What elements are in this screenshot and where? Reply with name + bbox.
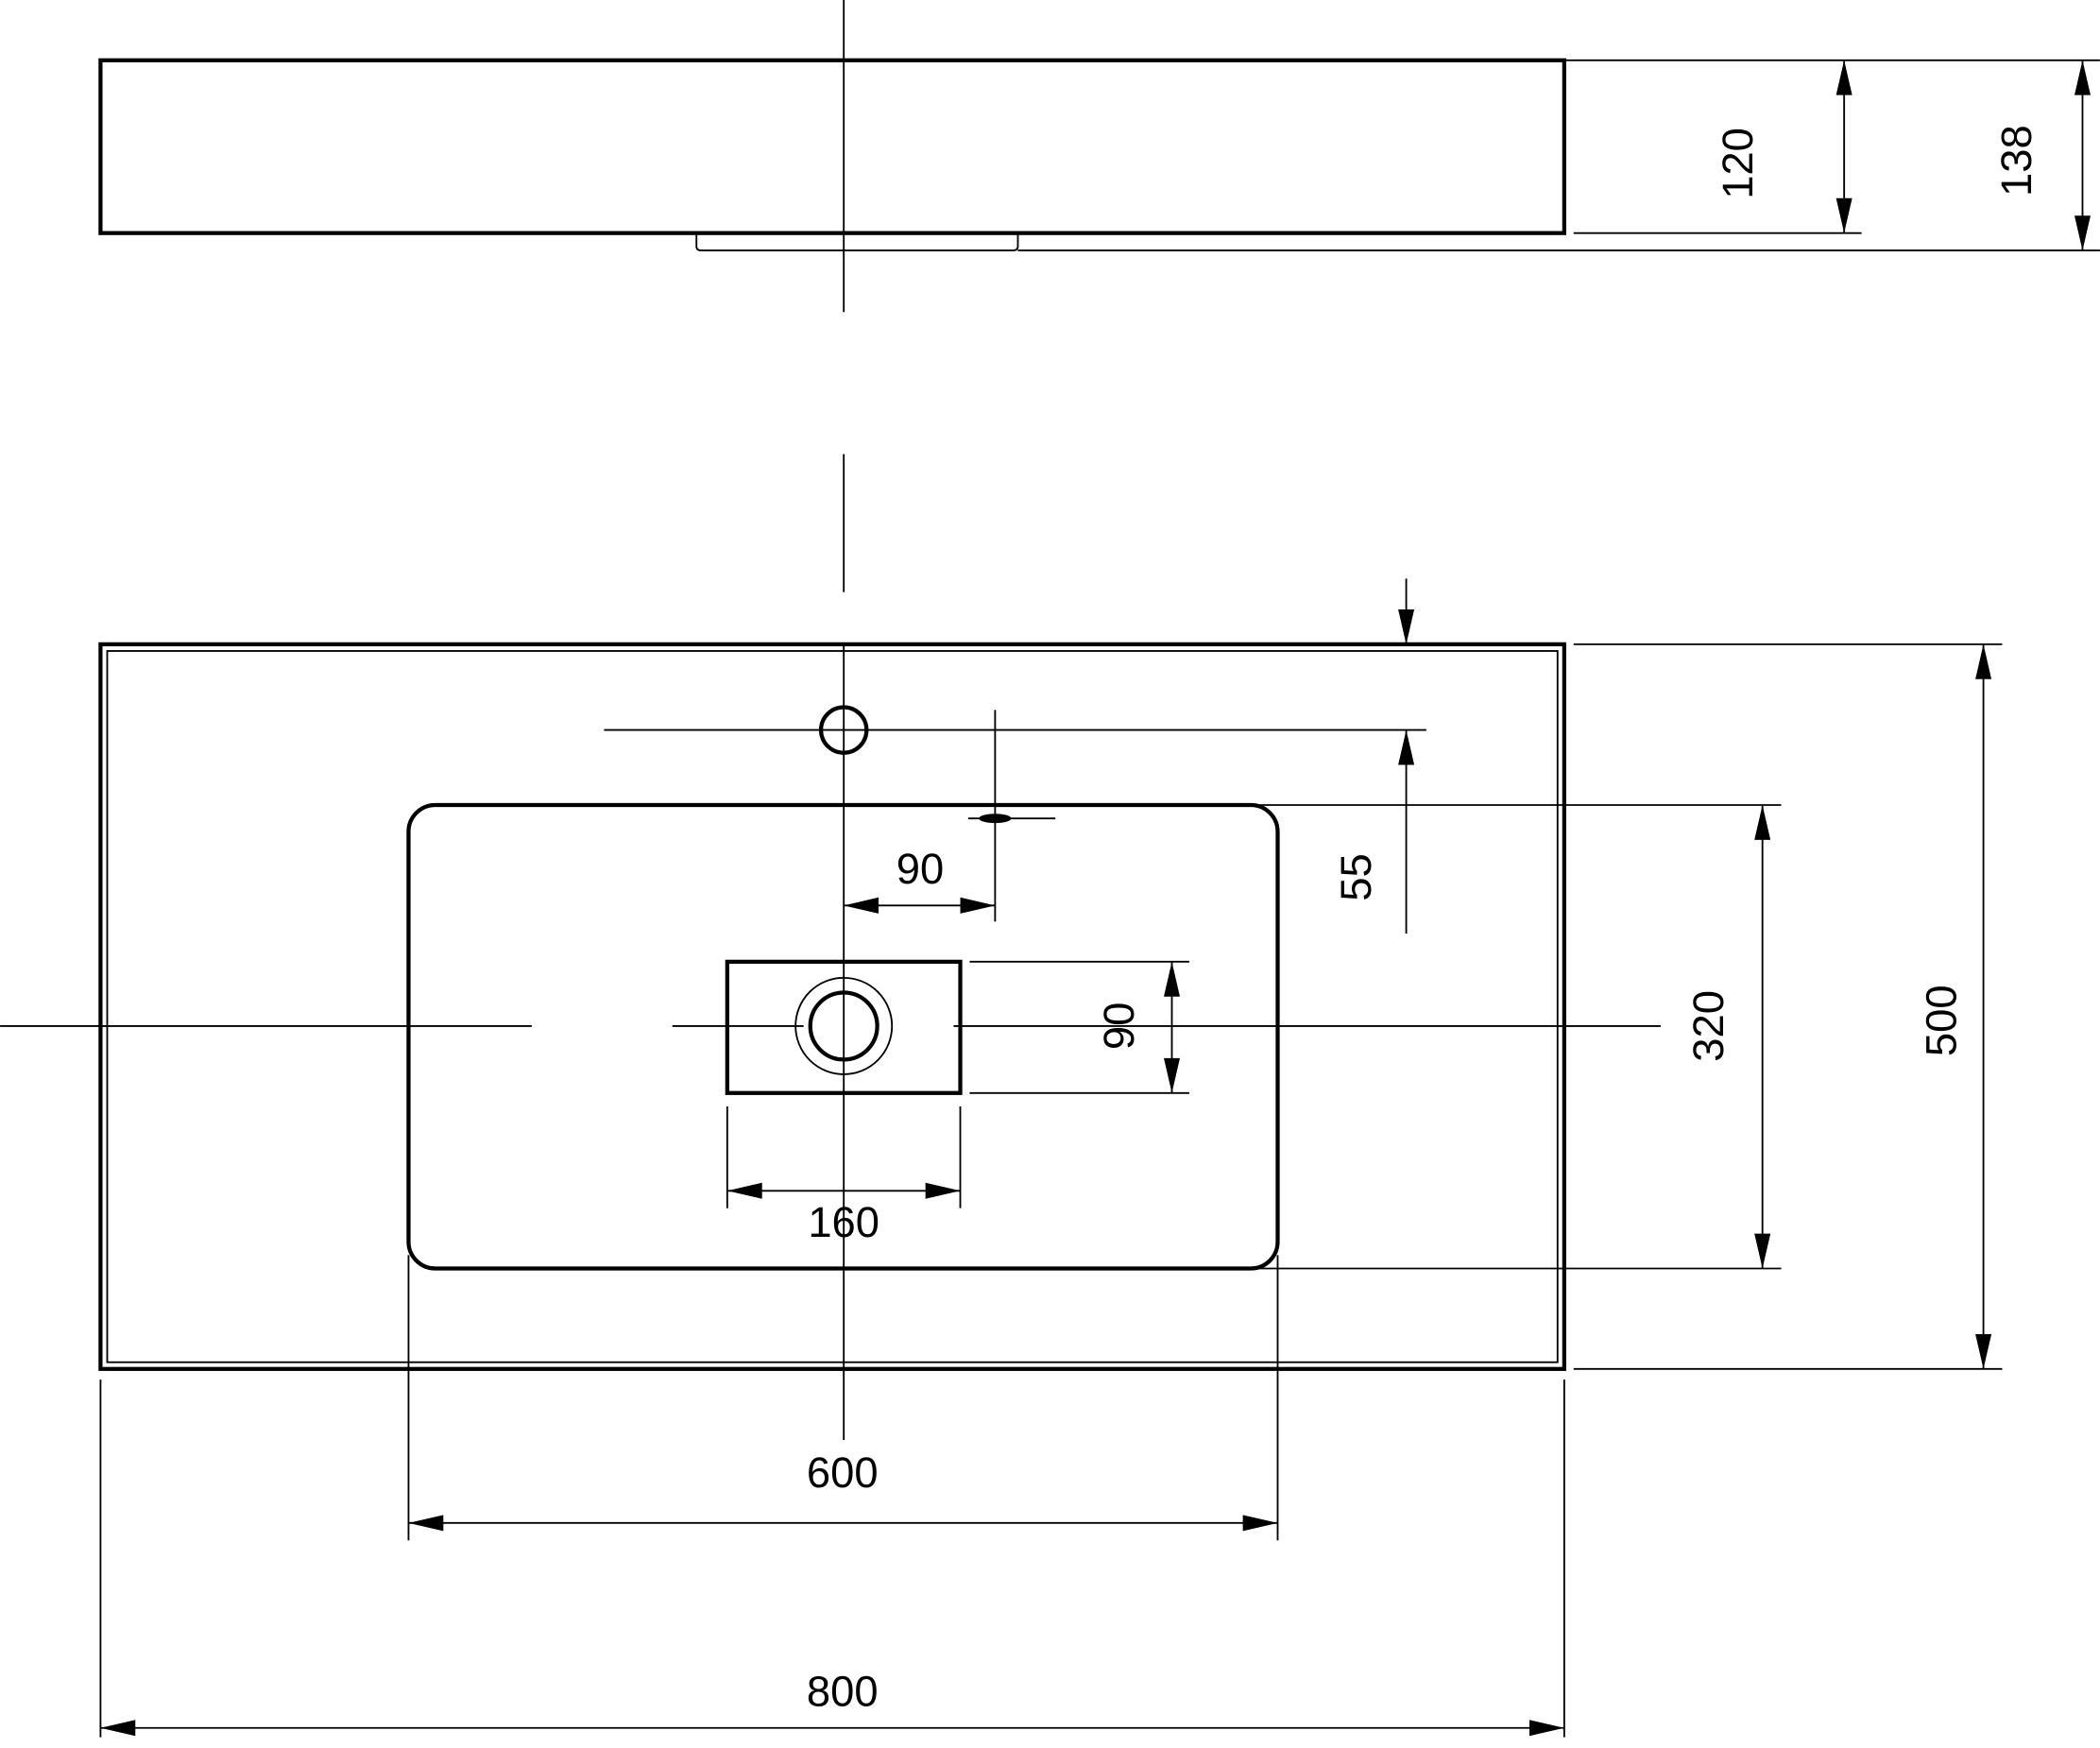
tap-hole (818, 705, 869, 755)
dim-label-600: 600 (807, 1448, 879, 1497)
dim-label-500: 500 (1917, 985, 1965, 1056)
dimension-600: 600 (407, 1255, 1279, 1541)
plan-view: 90 55 90 160 (0, 454, 2003, 1738)
basin-side-outline (98, 58, 1566, 235)
dimension-55: 55 (1332, 578, 1415, 934)
drain-inner-ring (808, 990, 879, 1062)
dimension-138: 138 (1992, 60, 2091, 251)
dim-label-138: 138 (1992, 125, 2040, 197)
dim-label-55: 55 (1332, 853, 1380, 900)
dimension-800: 800 (99, 1380, 1565, 1738)
dim-label-160: 160 (808, 1198, 879, 1246)
dimension-320: 320 (1245, 804, 1782, 1270)
basin-inner-outline (106, 650, 1559, 1363)
side-view: 120 138 (98, 0, 2100, 313)
dim-label-90-drain: 90 (1095, 1003, 1143, 1050)
bowl-outline (406, 802, 1280, 1271)
dimension-160: 160 (726, 1105, 962, 1246)
dim-label-800: 800 (807, 1667, 879, 1715)
dim-label-90-overflow: 90 (896, 845, 944, 893)
dimension-500: 500 (1573, 643, 2003, 1370)
drain-bump (695, 232, 1019, 252)
dimension-90-drain: 90 (969, 960, 1189, 1094)
dim-label-320: 320 (1684, 990, 1733, 1062)
dim-label-120: 120 (1714, 128, 1762, 199)
drain-box (725, 959, 963, 1095)
dimension-90-overflow: 90 (844, 710, 997, 922)
basin-outer-outline (98, 642, 1566, 1371)
dimension-120: 120 (1714, 60, 1852, 233)
